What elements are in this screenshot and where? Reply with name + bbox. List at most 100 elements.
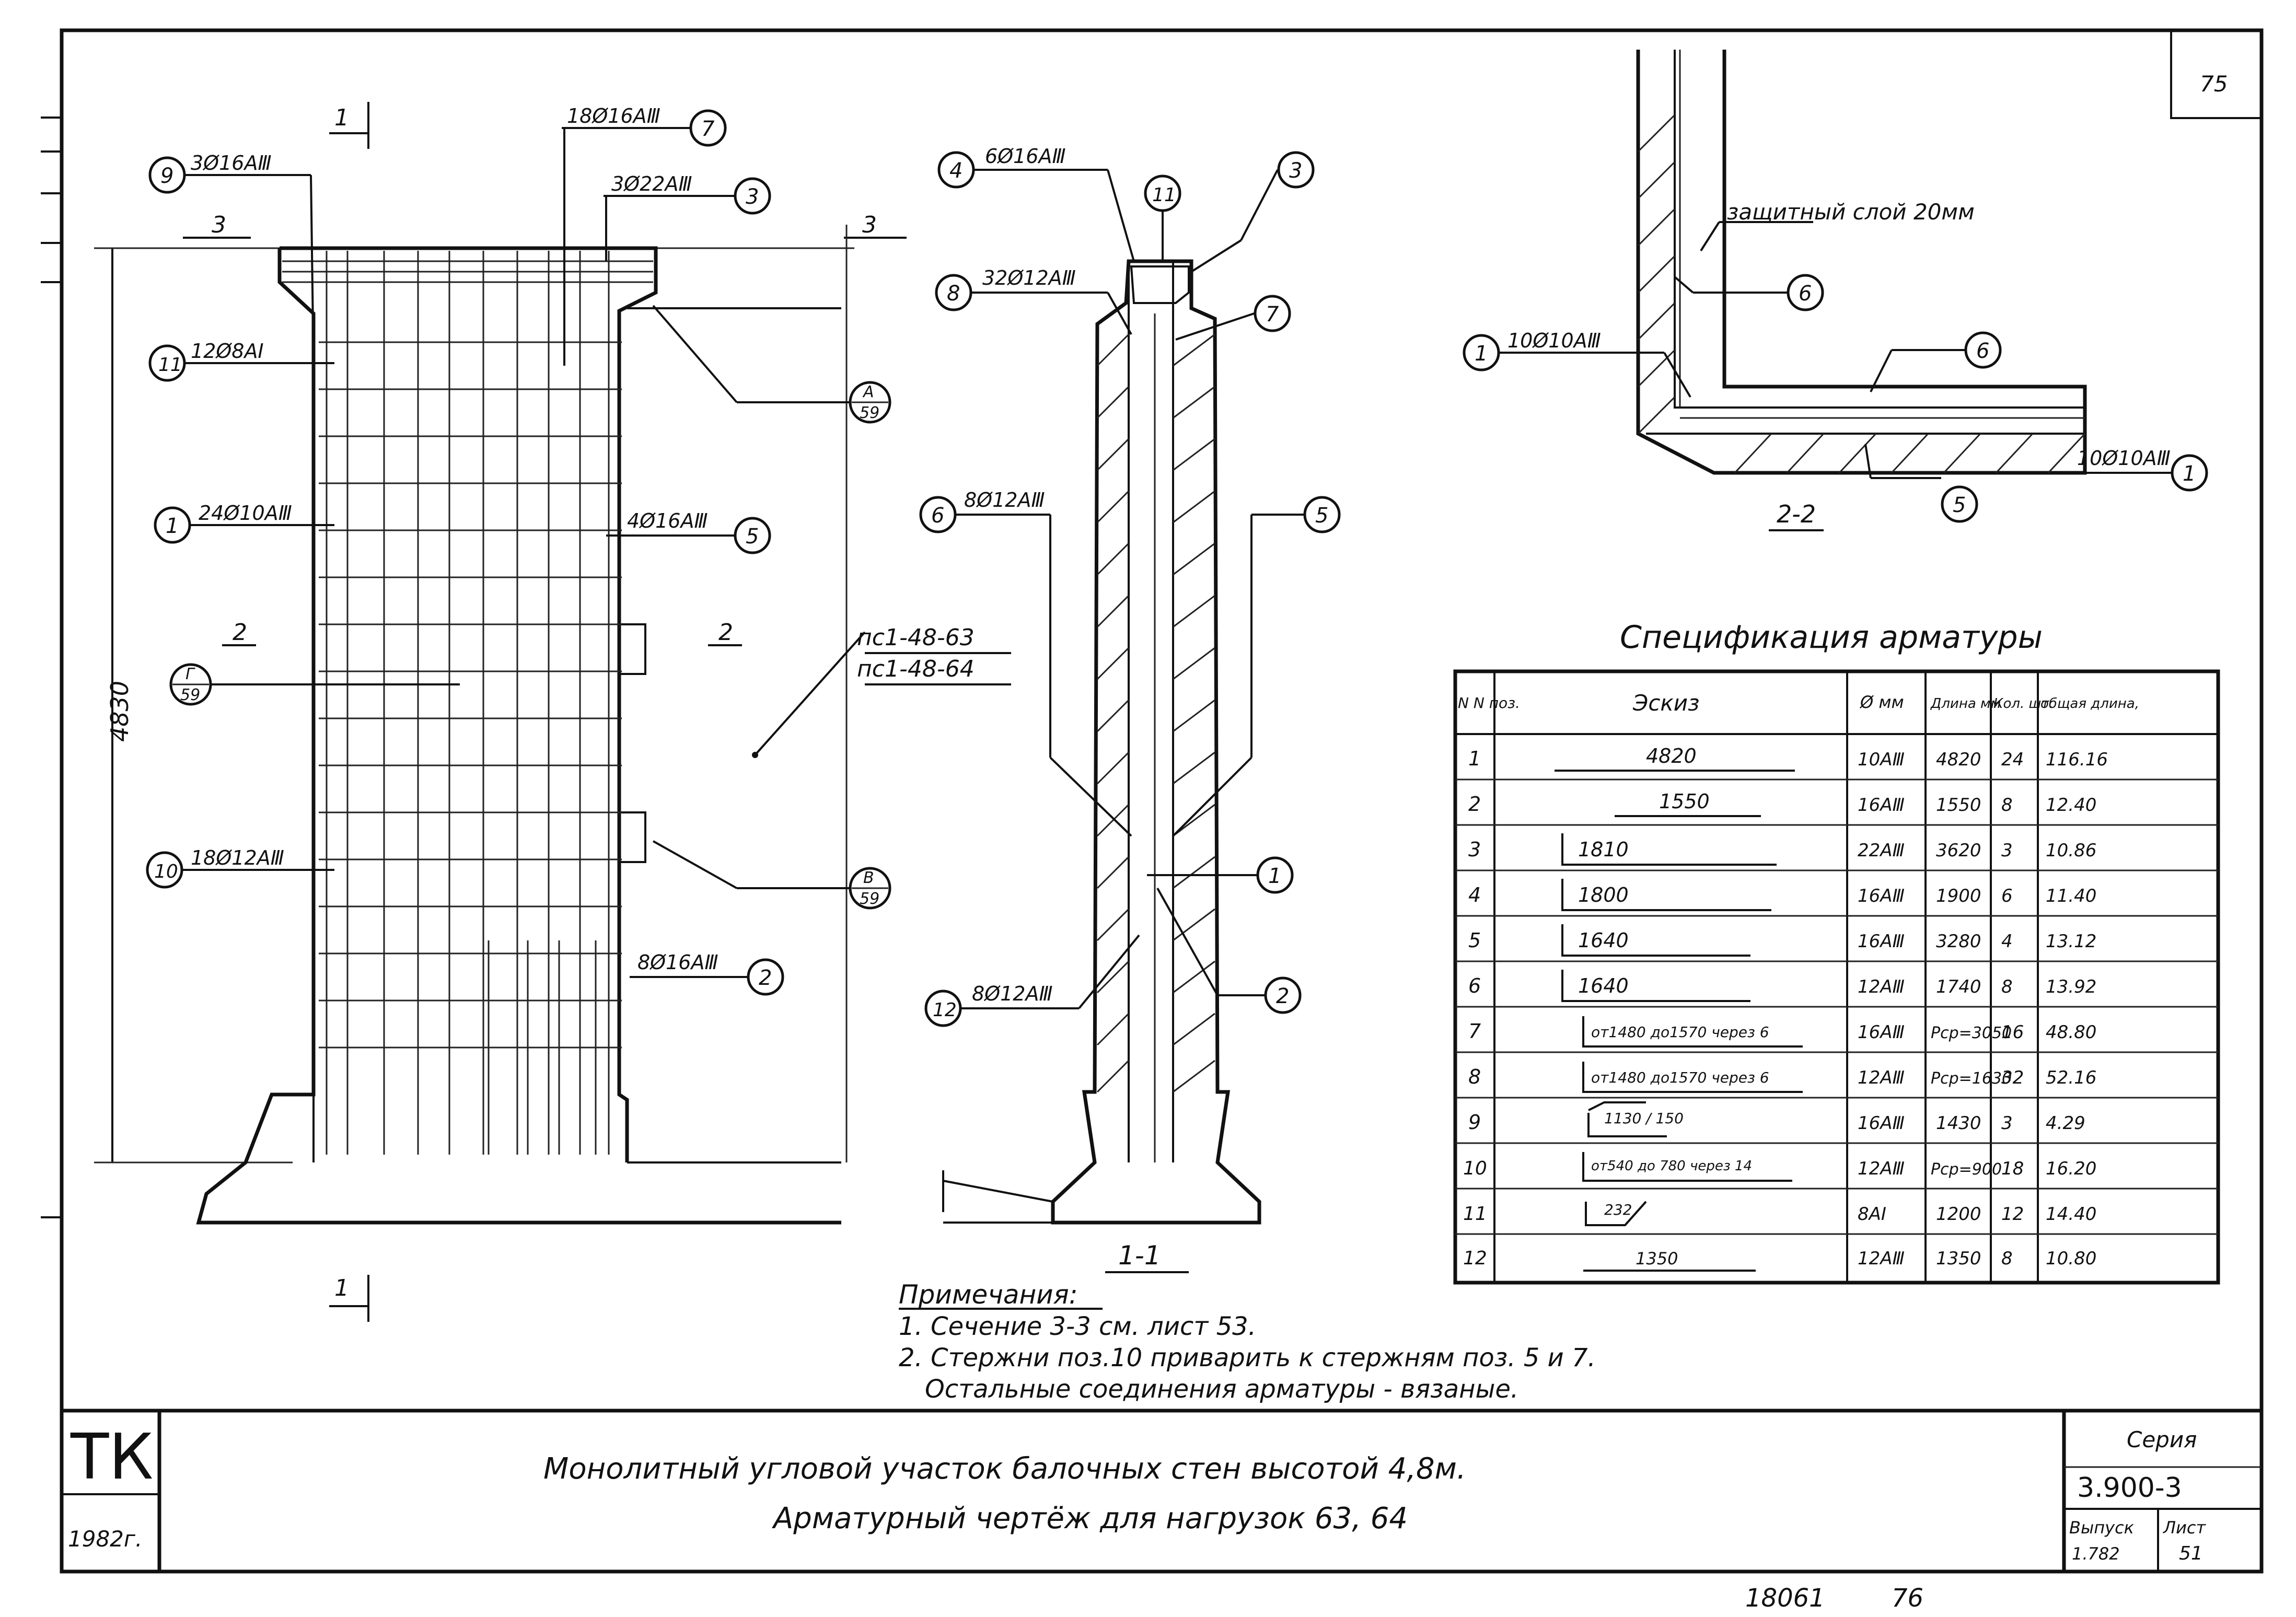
bottom-note-page: 76	[1892, 1584, 1923, 1613]
section-2-right: 2	[718, 619, 733, 646]
callout-s22-5: 5	[1941, 485, 1978, 523]
svg-text:3Ø16АⅢ: 3Ø16АⅢ	[191, 152, 272, 175]
table-row: 3 1810 22АⅢ 3620 3 10.86	[1468, 833, 2096, 866]
svg-text:8АⅠ: 8АⅠ	[1858, 1204, 1886, 1225]
callout-front-5: 5 4Ø16АⅢ	[627, 509, 771, 554]
svg-text:1800: 1800	[1578, 883, 1629, 906]
svg-text:1350: 1350	[1936, 1248, 1981, 1269]
svg-text:10.86: 10.86	[2046, 840, 2096, 861]
svg-text:59: 59	[860, 404, 879, 422]
margin-ticks	[41, 117, 62, 1218]
svg-text:4Ø16АⅢ: 4Ø16АⅢ	[627, 509, 708, 532]
svg-text:4: 4	[949, 159, 963, 183]
table-row: 12 1350 12АⅢ 1350 8 10.80	[1463, 1248, 2096, 1272]
callout-s11-5: 5	[1303, 496, 1341, 533]
title-line-2: Арматурный чертёж для нагрузок 63, 64	[772, 1502, 1408, 1535]
svg-text:от1480 до1570 через 6: от1480 до1570 через 6	[1591, 1069, 1769, 1086]
svg-text:Pср=900: Pср=900	[1931, 1160, 2002, 1179]
svg-text:1130 / 150: 1130 / 150	[1604, 1110, 1684, 1127]
callout-s22-6a: 6	[1787, 274, 1824, 311]
svg-text:18Ø12АⅢ: 18Ø12АⅢ	[191, 846, 284, 869]
svg-text:10Ø10АⅢ: 10Ø10АⅢ	[1508, 329, 1601, 352]
svg-text:10: 10	[154, 861, 178, 882]
svg-text:3Ø22АⅢ: 3Ø22АⅢ	[611, 172, 692, 195]
callout-s11-2: 2	[1264, 976, 1302, 1014]
series-label: Серия	[2127, 1427, 2197, 1452]
sheet-label: Лист	[2163, 1518, 2206, 1538]
panel-label-2: пс1-48-64	[857, 656, 975, 682]
svg-text:4820: 4820	[1936, 749, 1981, 770]
svg-text:8: 8	[2001, 1248, 2013, 1269]
svg-text:1900: 1900	[1936, 886, 1981, 906]
svg-text:5: 5	[1315, 504, 1328, 528]
svg-text:24: 24	[2001, 749, 2024, 770]
section-mark-top: 1	[334, 104, 349, 131]
th-sketch: Эскиз	[1632, 690, 1699, 716]
svg-text:18: 18	[2001, 1158, 2024, 1179]
section-mark-bottom: 1	[334, 1275, 349, 1301]
detail-ref-a: А 59	[849, 381, 891, 424]
svg-text:8: 8	[2001, 976, 2013, 997]
svg-text:16АⅢ: 16АⅢ	[1858, 1022, 1905, 1043]
svg-text:12.40: 12.40	[2046, 795, 2096, 816]
cover-note: защитный слой 20мм	[1727, 199, 1975, 225]
svg-text:232: 232	[1604, 1201, 1632, 1218]
svg-text:48.80: 48.80	[2046, 1022, 2096, 1043]
svg-text:1: 1	[1268, 864, 1281, 888]
svg-text:4820: 4820	[1646, 744, 1697, 767]
svg-text:32: 32	[2001, 1067, 2024, 1088]
svg-text:12АⅢ: 12АⅢ	[1858, 1158, 1905, 1179]
svg-text:59: 59	[860, 890, 879, 908]
svg-text:1: 1	[1468, 747, 1481, 770]
callout-s11-12: 12 8Ø12АⅢ	[924, 982, 1053, 1027]
title-line-1: Монолитный угловой участок балочных стен…	[543, 1452, 1466, 1486]
svg-text:3: 3	[746, 185, 759, 209]
table-row: 5 1640 16АⅢ 3280 4 13.12	[1468, 924, 2096, 957]
svg-text:8Ø12АⅢ: 8Ø12АⅢ	[972, 982, 1053, 1005]
detail-ref-v: В 59	[849, 867, 891, 910]
svg-text:6: 6	[931, 504, 944, 528]
svg-text:10АⅢ: 10АⅢ	[1858, 749, 1905, 770]
front-view: 4830 3 3 1 1	[94, 102, 1011, 1322]
table-row: 11 232 8АⅠ 1200 12 14.40	[1463, 1201, 2096, 1226]
svg-text:18Ø16АⅢ: 18Ø16АⅢ	[567, 104, 660, 127]
title-block: ТК 1982г. Монолитный угловой участок бал…	[68, 1421, 2206, 1564]
svg-text:16: 16	[2001, 1022, 2024, 1043]
svg-text:7: 7	[1468, 1020, 1481, 1043]
svg-text:16АⅢ: 16АⅢ	[1858, 1113, 1905, 1134]
spec-table-title: Спецификация арматуры	[1620, 619, 2043, 656]
svg-text:1430: 1430	[1936, 1113, 1981, 1134]
svg-text:10: 10	[1463, 1158, 1487, 1179]
svg-text:Pср=3050: Pср=3050	[1931, 1024, 2012, 1042]
svg-text:9: 9	[160, 164, 173, 188]
section-3-left: 3	[212, 212, 226, 238]
svg-text:6: 6	[2001, 886, 2013, 906]
svg-text:от540 до 780 через 14: от540 до 780 через 14	[1591, 1158, 1752, 1174]
note-line-2: 2. Стержни поз.10 приварить к стержням п…	[899, 1343, 1596, 1372]
svg-text:12АⅢ: 12АⅢ	[1858, 1067, 1905, 1088]
svg-text:4: 4	[1468, 883, 1481, 906]
section-2-2-hatching	[1637, 114, 2086, 474]
callout-front-3: 3 3Ø22АⅢ	[611, 172, 771, 215]
svg-text:1640: 1640	[1578, 974, 1629, 997]
svg-text:11.40: 11.40	[2046, 886, 2096, 906]
section-2-2-outline	[1636, 50, 2087, 475]
svg-text:3: 3	[2001, 840, 2013, 861]
section-2-2-title: 2-2	[1777, 500, 1816, 528]
svg-text:8: 8	[1468, 1065, 1481, 1088]
svg-text:1: 1	[1475, 342, 1488, 366]
panel-label-1: пс1-48-63	[857, 624, 975, 651]
svg-text:1: 1	[166, 514, 179, 538]
callout-s22-1b: 1 10Ø10АⅢ	[2077, 447, 2208, 492]
notes-heading: Примечания:	[899, 1279, 1078, 1310]
section-1-1: 4 6Ø16АⅢ 8 32Ø12АⅢ 6 8Ø12АⅢ 12 8Ø12АⅢ 11…	[919, 145, 1341, 1273]
svg-text:12АⅢ: 12АⅢ	[1858, 1248, 1905, 1269]
svg-text:16.20: 16.20	[2046, 1158, 2096, 1179]
svg-text:52.16: 52.16	[2046, 1067, 2096, 1088]
svg-text:22АⅢ: 22АⅢ	[1858, 840, 1905, 861]
callout-front-10: 10 18Ø12АⅢ	[146, 846, 284, 889]
svg-text:3280: 3280	[1936, 931, 1981, 952]
svg-text:6: 6	[1468, 974, 1481, 997]
svg-text:1550: 1550	[1936, 795, 1981, 816]
